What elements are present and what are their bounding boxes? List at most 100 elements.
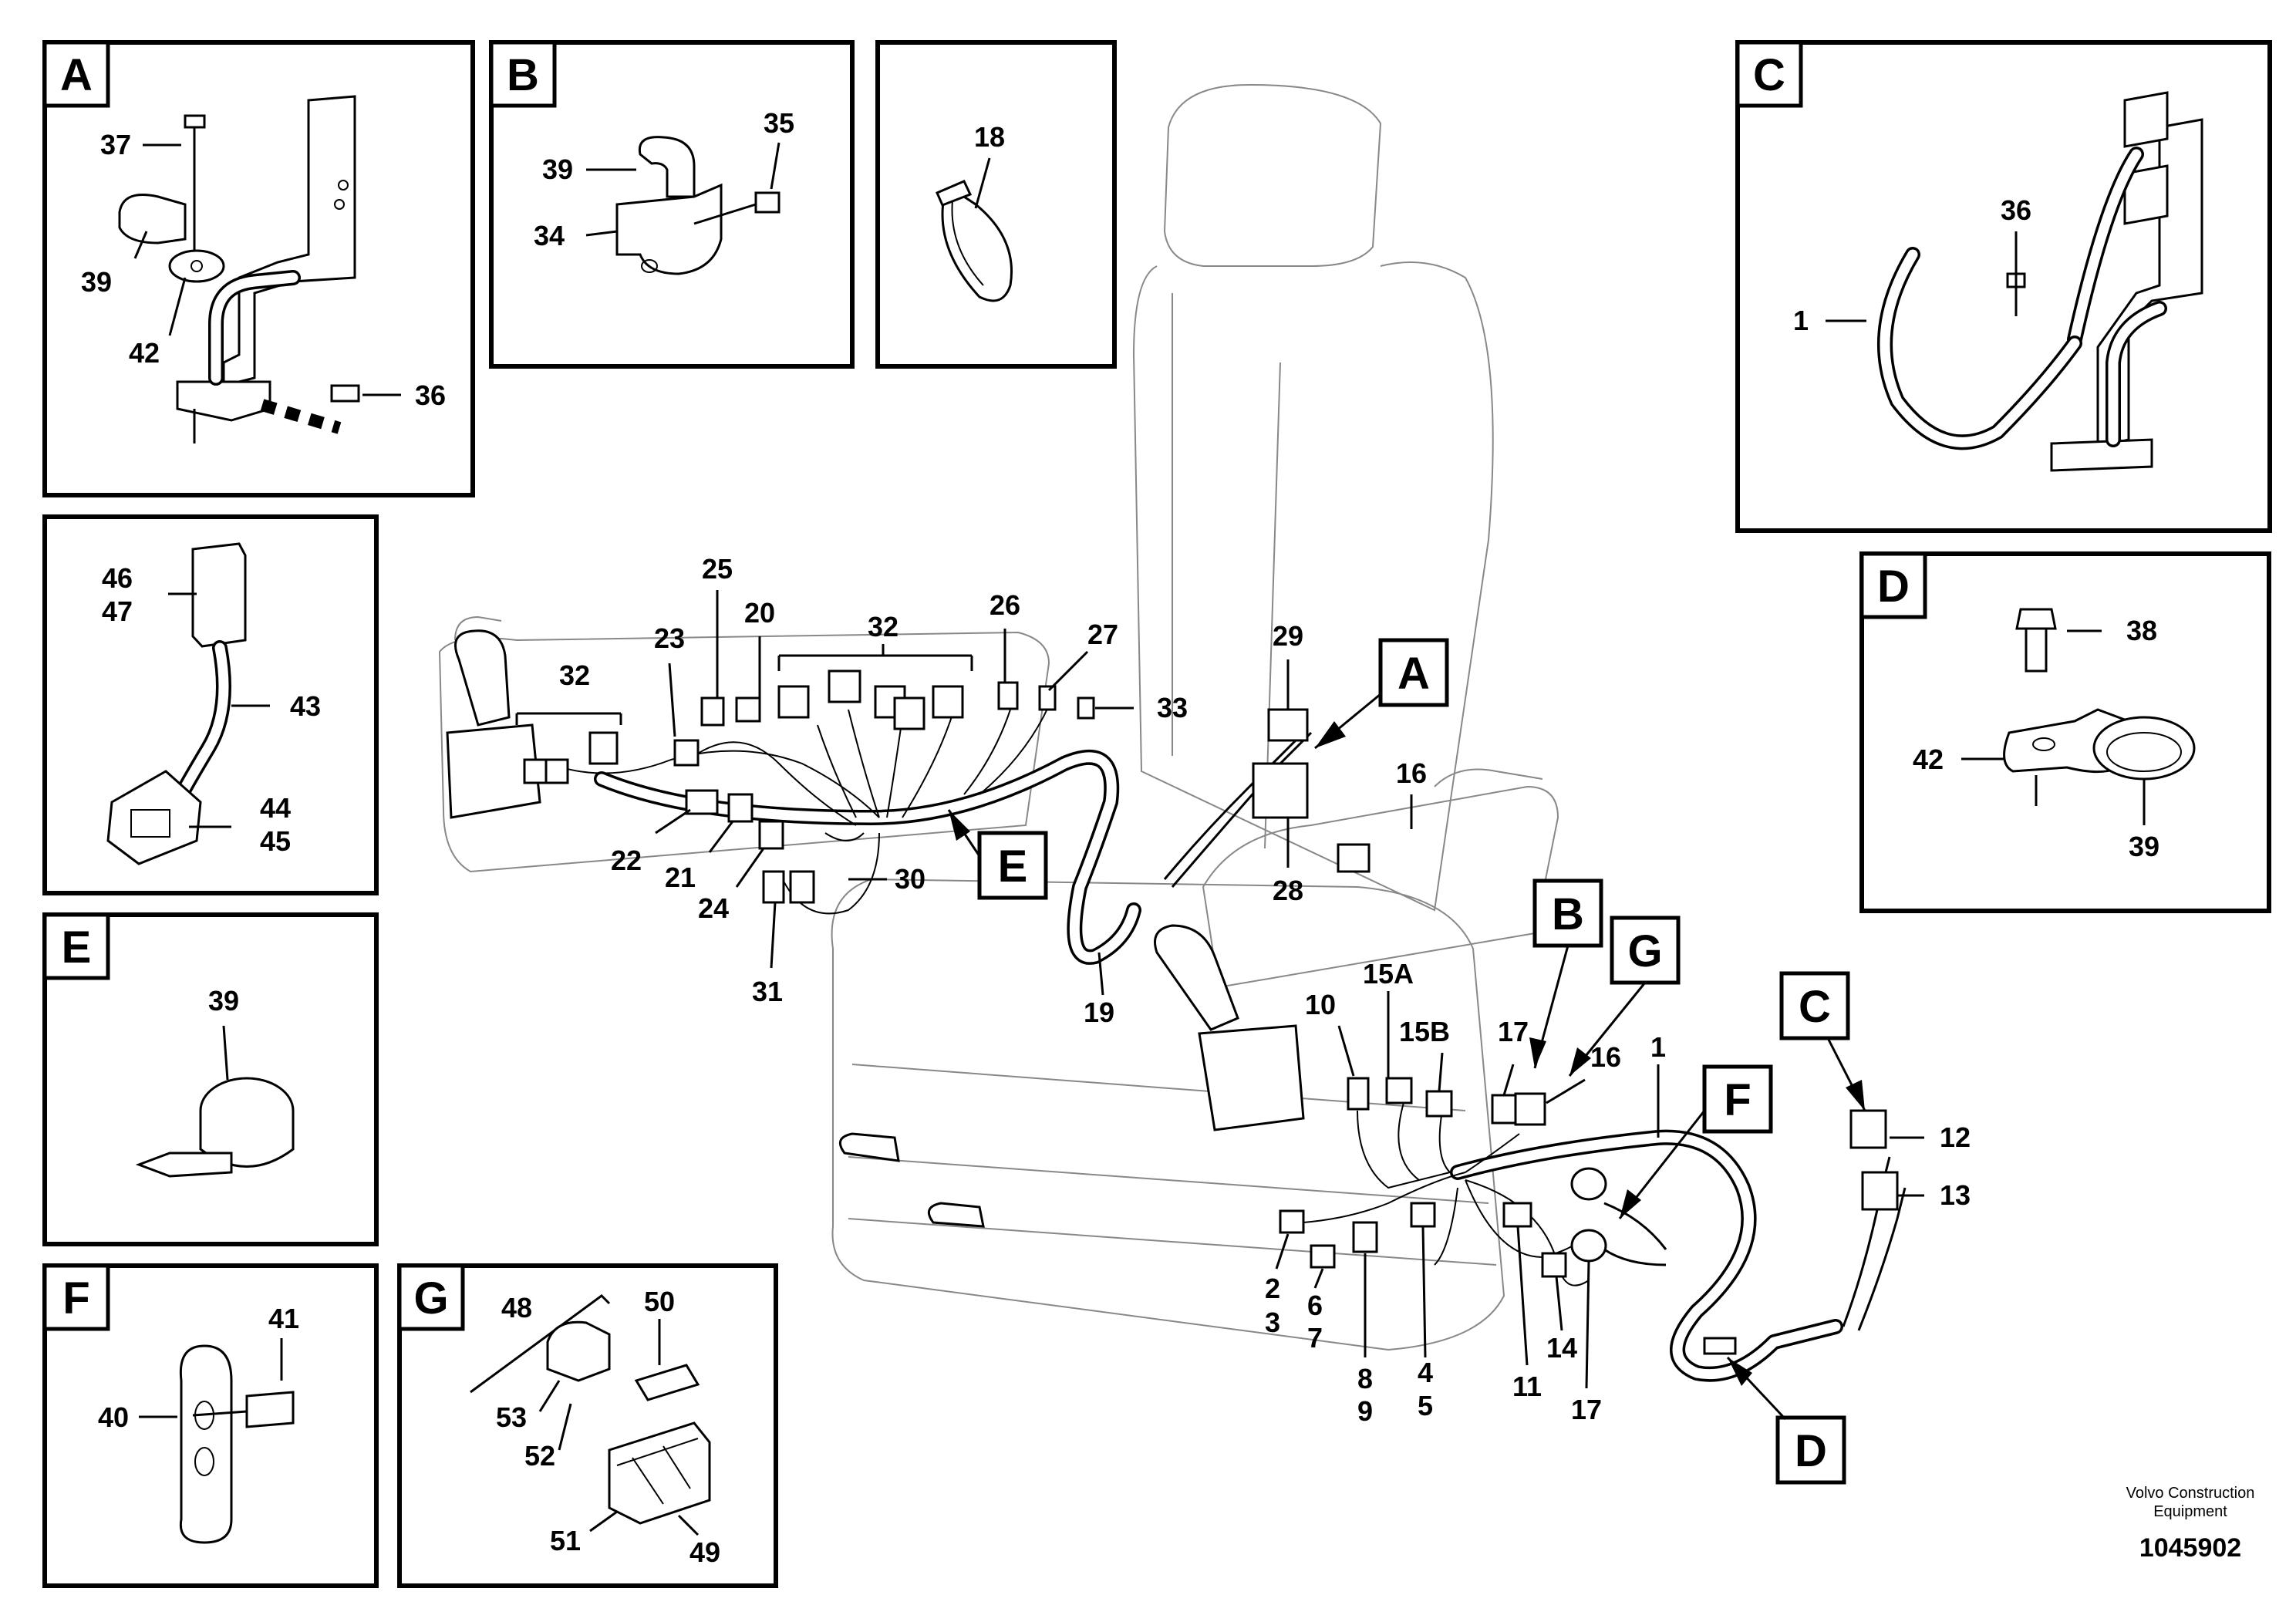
label-16-top: 16	[1396, 757, 1427, 789]
label-2: 2	[1265, 1273, 1280, 1304]
label-44: 44	[260, 792, 291, 824]
panel-c-tag: C	[1753, 50, 1785, 100]
detail-panel-cable-tie: 18	[875, 40, 1117, 369]
panel-g-tag: G	[413, 1273, 448, 1324]
label-28: 28	[1273, 875, 1303, 906]
main-part-labels: 32 32 25 23 20 26 27 33 29 16 28 22 21 2…	[559, 553, 1971, 1427]
label-39: 39	[2129, 831, 2159, 862]
label-34: 34	[534, 220, 565, 251]
callout-c: C	[1779, 971, 1866, 1111]
label-6: 6	[1307, 1290, 1323, 1321]
callout-g: G	[1568, 916, 1681, 1077]
label-7: 7	[1307, 1322, 1323, 1354]
label-1: 1	[1650, 1031, 1666, 1063]
label-15B: 15B	[1399, 1016, 1450, 1047]
label-49: 49	[689, 1536, 720, 1568]
svg-text:F: F	[1724, 1075, 1751, 1125]
label-35: 35	[764, 107, 794, 139]
label-23: 23	[654, 622, 685, 654]
panel-d-tag: D	[1877, 561, 1910, 612]
panel-f-tag: F	[62, 1273, 89, 1324]
company-name-line-2: Equipment	[2153, 1503, 2227, 1520]
label-4: 4	[1418, 1357, 1433, 1388]
label-9: 9	[1357, 1395, 1373, 1427]
label-25: 25	[702, 553, 733, 585]
label-45: 45	[260, 825, 291, 857]
label-26: 26	[990, 589, 1020, 621]
label-17-top: 17	[1498, 1016, 1529, 1047]
callout-e: E	[947, 809, 1048, 900]
label-47: 47	[102, 595, 133, 627]
detail-panel-a: A 37 39 42 36	[42, 40, 475, 497]
label-32-left: 32	[559, 659, 590, 691]
label-46: 46	[102, 562, 133, 594]
main-leader-lines	[515, 590, 1924, 1389]
label-39: 39	[81, 266, 112, 298]
label-42: 42	[129, 337, 160, 369]
detail-panel-c: C 36 1	[1735, 40, 2272, 533]
label-5: 5	[1418, 1390, 1433, 1421]
label-8: 8	[1357, 1363, 1373, 1394]
label-17-bottom: 17	[1571, 1394, 1602, 1425]
label-10: 10	[1305, 989, 1336, 1020]
label-3: 3	[1265, 1307, 1280, 1338]
label-53: 53	[496, 1401, 527, 1433]
detail-panel-f: F 41 40	[42, 1263, 379, 1588]
svg-text:A: A	[1397, 649, 1430, 699]
label-40: 40	[98, 1401, 129, 1433]
label-14: 14	[1546, 1332, 1577, 1364]
detail-panel-d: D 38 42 39	[1859, 551, 2271, 913]
label-22: 22	[611, 845, 642, 876]
panel-a-tag: A	[60, 50, 93, 100]
detail-panel-connector: 46 47 43 44 45	[42, 514, 379, 895]
label-31: 31	[752, 976, 783, 1007]
panel-e-tag: E	[62, 922, 92, 973]
label-12: 12	[1940, 1121, 1971, 1153]
detail-panel-g: G 48 50 53 52 51 49	[397, 1263, 778, 1588]
callout-b: B	[1529, 878, 1603, 1069]
label-36: 36	[2001, 194, 2031, 226]
svg-text:D: D	[1795, 1426, 1827, 1476]
document-number: 1045902	[2139, 1533, 2241, 1563]
label-11: 11	[1512, 1371, 1542, 1402]
label-24: 24	[698, 892, 729, 924]
label-13: 13	[1940, 1179, 1971, 1211]
footer: Volvo Construction Equipment 1045902	[2126, 1485, 2255, 1563]
label-36: 36	[415, 379, 446, 411]
label-20: 20	[744, 597, 775, 629]
label-27: 27	[1087, 619, 1118, 650]
label-43: 43	[290, 690, 321, 722]
operator-seat-outline	[438, 83, 1559, 1351]
label-30: 30	[895, 863, 925, 895]
svg-text:G: G	[1627, 926, 1662, 976]
label-51: 51	[550, 1525, 581, 1556]
callout-f: F	[1618, 1064, 1773, 1219]
label-41: 41	[268, 1303, 299, 1334]
label-48: 48	[501, 1292, 532, 1324]
label-39: 39	[208, 985, 239, 1017]
detail-panel-b: B 39 34 35	[489, 40, 855, 369]
label-37: 37	[100, 129, 131, 160]
callout-d: D	[1726, 1356, 1846, 1485]
callout-a: A	[1314, 638, 1449, 750]
svg-text:E: E	[998, 841, 1028, 892]
detail-panel-e: E 39	[42, 912, 379, 1246]
label-1: 1	[1793, 305, 1809, 336]
label-32-top: 32	[868, 611, 899, 642]
svg-text:B: B	[1552, 889, 1584, 939]
label-38: 38	[2126, 615, 2157, 646]
label-19: 19	[1084, 996, 1114, 1028]
label-16-right: 16	[1590, 1041, 1621, 1073]
label-42: 42	[1913, 744, 1944, 775]
label-18: 18	[974, 121, 1005, 153]
label-52: 52	[524, 1440, 555, 1472]
panel-b-tag: B	[507, 50, 539, 100]
label-39: 39	[542, 153, 573, 185]
company-name-line-1: Volvo Construction	[2126, 1485, 2255, 1502]
svg-text:C: C	[1799, 982, 1831, 1032]
label-21: 21	[665, 862, 696, 893]
label-15A: 15A	[1363, 958, 1414, 990]
label-33: 33	[1157, 692, 1188, 723]
label-50: 50	[644, 1286, 675, 1317]
